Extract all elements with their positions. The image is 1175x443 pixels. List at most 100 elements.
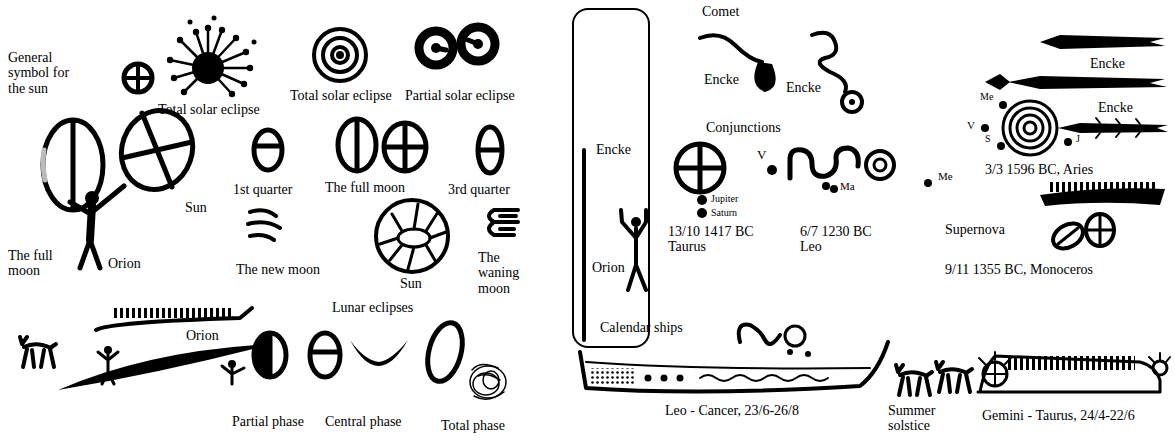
waning-moon-symbol bbox=[489, 210, 518, 235]
label-text: Sun bbox=[185, 200, 207, 215]
quarter-moon bbox=[479, 148, 501, 153]
conjunction-symbol bbox=[1003, 101, 1057, 155]
label-text: 3/3 1596 BC, Aries bbox=[985, 162, 1093, 177]
eclipse-rays bbox=[243, 49, 249, 55]
calendar-ship bbox=[979, 352, 1011, 386]
label-text: Encke bbox=[786, 80, 821, 95]
total-phase-rings bbox=[470, 364, 506, 399]
label-text: Ma bbox=[840, 180, 855, 192]
full-moon-symbol bbox=[338, 119, 376, 171]
conjunction-symbol bbox=[1064, 138, 1072, 146]
double-spiral bbox=[436, 40, 478, 50]
conjunction-symbol bbox=[1096, 118, 1140, 138]
sun-symbol bbox=[122, 113, 192, 187]
calendar-ship bbox=[785, 326, 805, 346]
double-spiral bbox=[419, 27, 495, 65]
calendar-ship bbox=[1153, 361, 1167, 375]
quarter-moon bbox=[254, 130, 282, 170]
label-text: Encke bbox=[704, 72, 739, 87]
quarter-moon bbox=[478, 127, 502, 173]
eclipse-rays bbox=[171, 75, 177, 81]
eclipse-rays bbox=[177, 37, 183, 43]
comet-panel: EnckeOrion bbox=[572, 8, 650, 348]
label-text: The waning moon bbox=[478, 250, 540, 296]
calendar-ship bbox=[645, 375, 684, 382]
label-text: 13/10 1417 BC Taurus bbox=[668, 224, 768, 255]
lunar-eclipse-symbol bbox=[310, 333, 340, 377]
boat-scene bbox=[20, 308, 272, 390]
label-text: Partial solar eclipse bbox=[405, 88, 515, 103]
supernova-symbol bbox=[1087, 215, 1113, 245]
comet-symbol bbox=[812, 33, 862, 112]
eclipse-rays bbox=[205, 25, 211, 31]
conjunction-symbol bbox=[866, 151, 894, 179]
conjunction-symbol bbox=[676, 144, 724, 192]
eclipse-rays bbox=[241, 81, 247, 87]
conjunction-symbol bbox=[981, 101, 1072, 150]
conjunction-symbol bbox=[767, 165, 932, 193]
conjunction-symbol bbox=[1003, 101, 1057, 155]
supernova-symbol bbox=[1049, 218, 1088, 253]
conjunction-symbol bbox=[1024, 122, 1036, 134]
planet-dot bbox=[697, 208, 707, 218]
concentric-rings bbox=[314, 29, 366, 81]
eclipse-rays bbox=[247, 65, 253, 71]
animal-figure bbox=[896, 362, 972, 395]
label-text: Total solar eclipse bbox=[290, 88, 392, 103]
label-text: Orion bbox=[108, 256, 141, 271]
label-text: 6/7 1230 BC Leo bbox=[800, 224, 885, 255]
total-phase-rings bbox=[473, 373, 499, 395]
conjunction-symbol bbox=[924, 179, 932, 187]
sun-symbol bbox=[124, 64, 152, 92]
orion-figure bbox=[621, 210, 646, 290]
comet-spear bbox=[985, 35, 1167, 90]
label-text: Comet bbox=[702, 4, 739, 19]
conjunction-symbol bbox=[822, 182, 830, 190]
label-text: 9/11 1355 BC, Monoceros bbox=[945, 262, 1093, 277]
conjunction-symbol bbox=[997, 142, 1005, 150]
calendar-ship bbox=[787, 349, 811, 357]
calendar-ship bbox=[677, 375, 684, 382]
calendar-ship bbox=[1149, 353, 1170, 362]
new-moon-symbol bbox=[248, 210, 280, 240]
label-text: Partial phase bbox=[232, 414, 304, 429]
orion-figure bbox=[70, 186, 124, 268]
supernova-symbol bbox=[1058, 228, 1078, 244]
comet-symbol bbox=[700, 35, 762, 62]
conjunction-symbol bbox=[874, 159, 886, 171]
boat-scene bbox=[222, 366, 244, 384]
label-text: Encke bbox=[1090, 56, 1125, 71]
supernova-symbol bbox=[1040, 188, 1165, 206]
full-moon-symbol bbox=[355, 120, 360, 170]
calendar-ship bbox=[1005, 356, 1135, 370]
label-text: Orion bbox=[186, 328, 219, 343]
boat-scene bbox=[96, 308, 252, 330]
lunar-eclipse-symbol bbox=[311, 350, 339, 355]
calendar-ship bbox=[978, 352, 1170, 392]
calendar-ship bbox=[787, 349, 793, 355]
full-moon-symbol bbox=[71, 121, 76, 209]
label-text: J bbox=[1076, 133, 1080, 144]
label-text: The full moon bbox=[325, 180, 405, 195]
comet-spear bbox=[1040, 35, 1165, 49]
calendar-ship bbox=[586, 362, 870, 368]
comet-symbol bbox=[754, 62, 775, 92]
boat-scene bbox=[98, 352, 118, 384]
orion-figure bbox=[631, 217, 641, 227]
label-text: Jupiter bbox=[711, 193, 738, 204]
eclipse-rays bbox=[170, 28, 250, 94]
comet-symbol bbox=[700, 35, 776, 92]
conjunction-symbol bbox=[1017, 115, 1043, 141]
planet-dot bbox=[697, 195, 707, 205]
eclipse-rays bbox=[229, 91, 235, 97]
label-text: Calendar ships bbox=[600, 320, 683, 335]
calendar-ship bbox=[645, 375, 652, 382]
comet-symbol bbox=[849, 99, 855, 105]
sun-symbol bbox=[124, 64, 152, 92]
orion-figure bbox=[621, 210, 646, 290]
animal-figure bbox=[896, 365, 932, 395]
calendar-ship bbox=[805, 351, 811, 357]
calendar-ship bbox=[580, 342, 888, 392]
conjunction-symbol bbox=[981, 124, 989, 132]
conjunction-symbol bbox=[767, 165, 777, 175]
